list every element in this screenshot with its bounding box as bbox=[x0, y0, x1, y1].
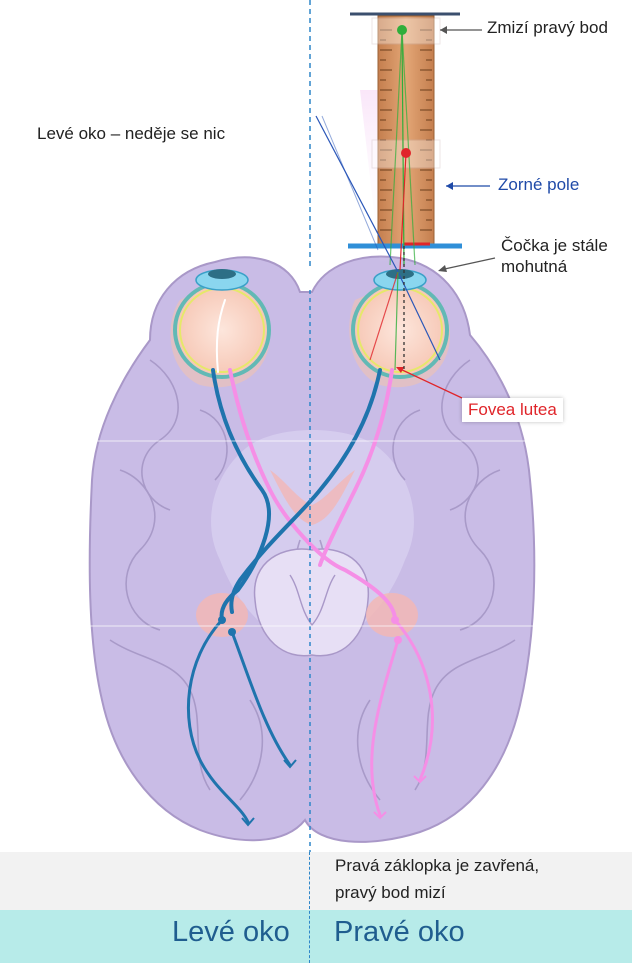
right-eye-footer-label: Pravé oko bbox=[334, 916, 465, 949]
left-eye-footer-label: Levé oko bbox=[172, 916, 290, 949]
lens-label-line1: Čočka je stále bbox=[501, 236, 608, 256]
right-point-vanishes-label: Zmizí pravý bod bbox=[487, 18, 608, 38]
midline bbox=[309, 852, 310, 963]
red-point bbox=[401, 148, 411, 158]
lens-label-line2: mohutná bbox=[501, 257, 567, 277]
caption-line1: Pravá záklopka je zavřená, bbox=[335, 856, 539, 876]
visual-field-label: Zorné pole bbox=[498, 175, 579, 195]
fovea-label: Fovea lutea bbox=[462, 398, 563, 422]
left-eye-status-label: Levé oko – neděje se nic bbox=[37, 124, 225, 144]
green-point bbox=[397, 25, 407, 35]
midbrain bbox=[255, 549, 369, 656]
right-lgn bbox=[366, 593, 418, 637]
caption-line2: pravý bod mizí bbox=[335, 883, 446, 903]
eye-label-band bbox=[0, 910, 632, 963]
